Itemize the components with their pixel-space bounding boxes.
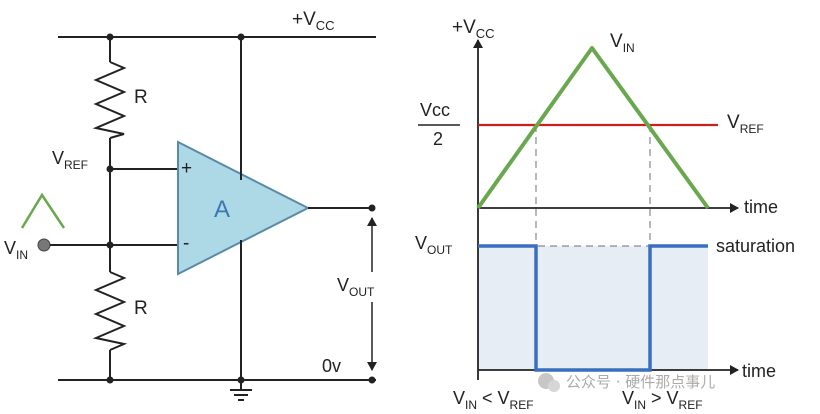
- waveform-vin-label: VIN: [610, 31, 635, 55]
- watermark-text: 公众号 · 硬件那点事儿: [566, 373, 715, 391]
- circuit: +VCC R R VREF VIN A + -: [4, 9, 377, 401]
- half-supply-denominator: 2: [433, 129, 443, 149]
- opamp-minus: -: [183, 233, 189, 254]
- vin-triangle-symbol: [20, 192, 66, 229]
- resistor-bottom: [92, 271, 128, 351]
- ground-terminal: [368, 376, 376, 384]
- opamp-plus: +: [181, 158, 192, 179]
- resistor-bottom-label: R: [134, 298, 148, 319]
- vin-waveform: [476, 46, 710, 210]
- opamp-label: A: [214, 196, 230, 223]
- waveform-panel: +VCC VREF Vcc 2 VIN time VOUT saturation…: [415, 17, 795, 412]
- bottom-time-label: time: [742, 361, 776, 381]
- wechat-icon: [538, 373, 560, 392]
- top-time-label: time: [744, 197, 778, 217]
- circuit-supply-label: +VCC: [292, 9, 335, 33]
- condition-left: VIN < VREF: [453, 388, 534, 412]
- watermark: 公众号 · 硬件那点事儿: [538, 373, 715, 392]
- junction-dot: [237, 376, 245, 384]
- junction-dot: [106, 376, 114, 384]
- condition-right: VIN > VREF: [622, 388, 703, 412]
- opamp-body: [177, 140, 311, 276]
- circuit-vin-label: VIN: [4, 238, 28, 262]
- output-terminal: [368, 204, 376, 212]
- half-supply-numerator: Vcc: [420, 100, 450, 120]
- circuit-vout-label: VOUT: [337, 275, 375, 299]
- waveform-vout-label: VOUT: [415, 233, 453, 257]
- zero-volt-label: 0v: [322, 356, 341, 376]
- junction-dot: [106, 165, 114, 173]
- waveform-vref-label: VREF: [727, 112, 764, 136]
- resistor-top: [92, 61, 127, 139]
- junction-dot: [106, 33, 114, 41]
- resistor-top-label: R: [134, 87, 148, 108]
- vin-terminal: [37, 238, 51, 252]
- waveform-supply-label: +VCC: [452, 17, 495, 41]
- vout-area: [478, 246, 708, 370]
- saturation-label: saturation: [716, 236, 795, 256]
- junction-dot: [106, 241, 114, 249]
- circuit-vref-label: VREF: [52, 148, 88, 172]
- vout-waveform: [478, 244, 708, 372]
- junction-dot: [237, 33, 245, 41]
- ground-icon: [230, 389, 252, 401]
